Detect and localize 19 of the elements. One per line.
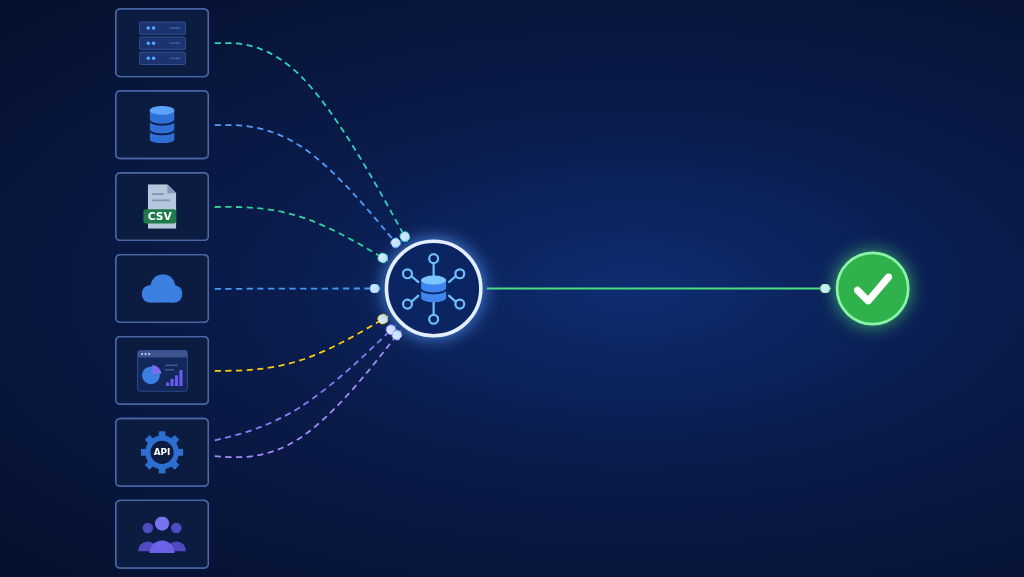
dashed-connector bbox=[213, 313, 389, 372]
dashboard-card bbox=[115, 335, 210, 405]
file-type-label: CSV bbox=[143, 209, 177, 224]
dashed-connector bbox=[213, 329, 403, 459]
file-card bbox=[115, 172, 210, 242]
gear-label: API bbox=[153, 447, 171, 458]
dashed-connector bbox=[213, 206, 389, 264]
connector bbox=[485, 283, 832, 294]
dashed-connector bbox=[213, 42, 411, 243]
users-card bbox=[115, 499, 210, 569]
dashed-connector bbox=[213, 324, 397, 442]
dashed-connector bbox=[213, 124, 402, 249]
server-card bbox=[115, 8, 210, 78]
dashed-connector bbox=[213, 283, 382, 294]
cloud-card bbox=[115, 254, 210, 323]
database-card bbox=[115, 90, 210, 160]
success-circle bbox=[835, 251, 910, 326]
gear-card bbox=[115, 417, 210, 487]
data-hub-circle bbox=[384, 239, 483, 338]
